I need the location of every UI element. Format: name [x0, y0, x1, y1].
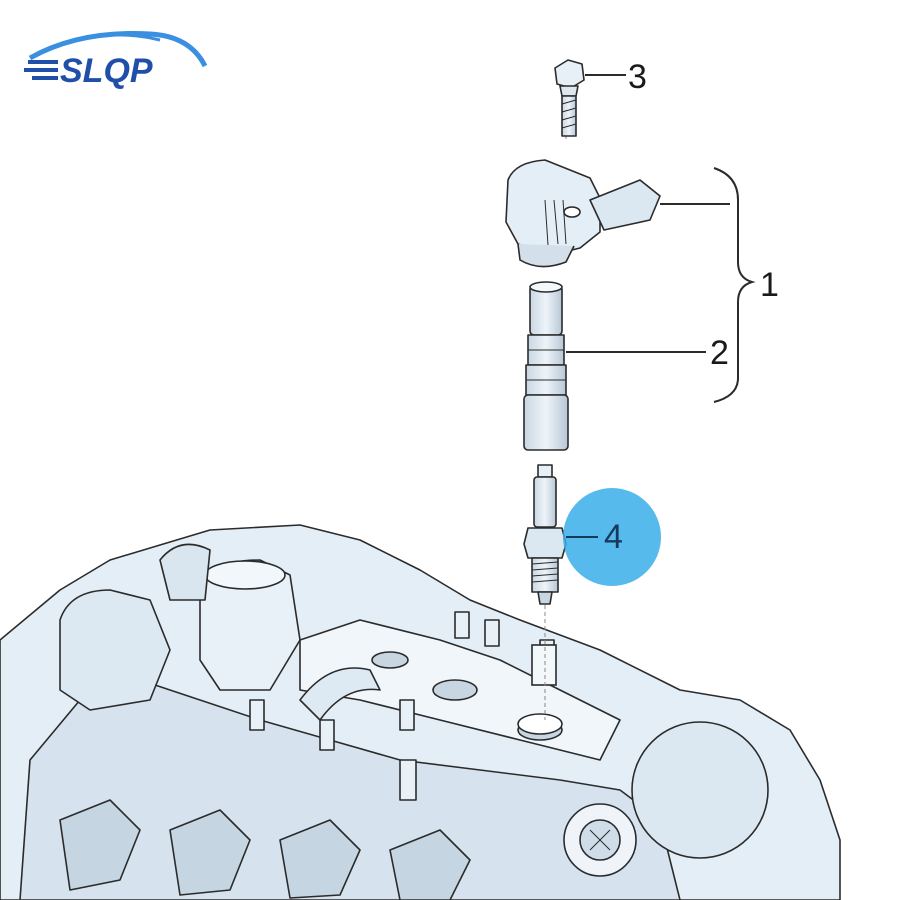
bolt-icon: [554, 59, 585, 137]
engine-head-icon: [0, 524, 841, 900]
group-brace: [713, 167, 756, 403]
highlight-circle: [563, 488, 661, 586]
brand-logo: SLQP: [24, 31, 208, 90]
callout-4: 4: [604, 518, 623, 556]
ignition-coil-icon: [505, 159, 661, 268]
connector-rod-icon: [523, 281, 569, 451]
callout-1: 1: [760, 266, 779, 304]
callout-2: 2: [710, 334, 729, 372]
logo-text: SLQP: [60, 52, 153, 90]
spark-plug-icon: [523, 464, 567, 605]
spark-plug-bore: [517, 644, 563, 735]
callout-3: 3: [628, 58, 647, 96]
